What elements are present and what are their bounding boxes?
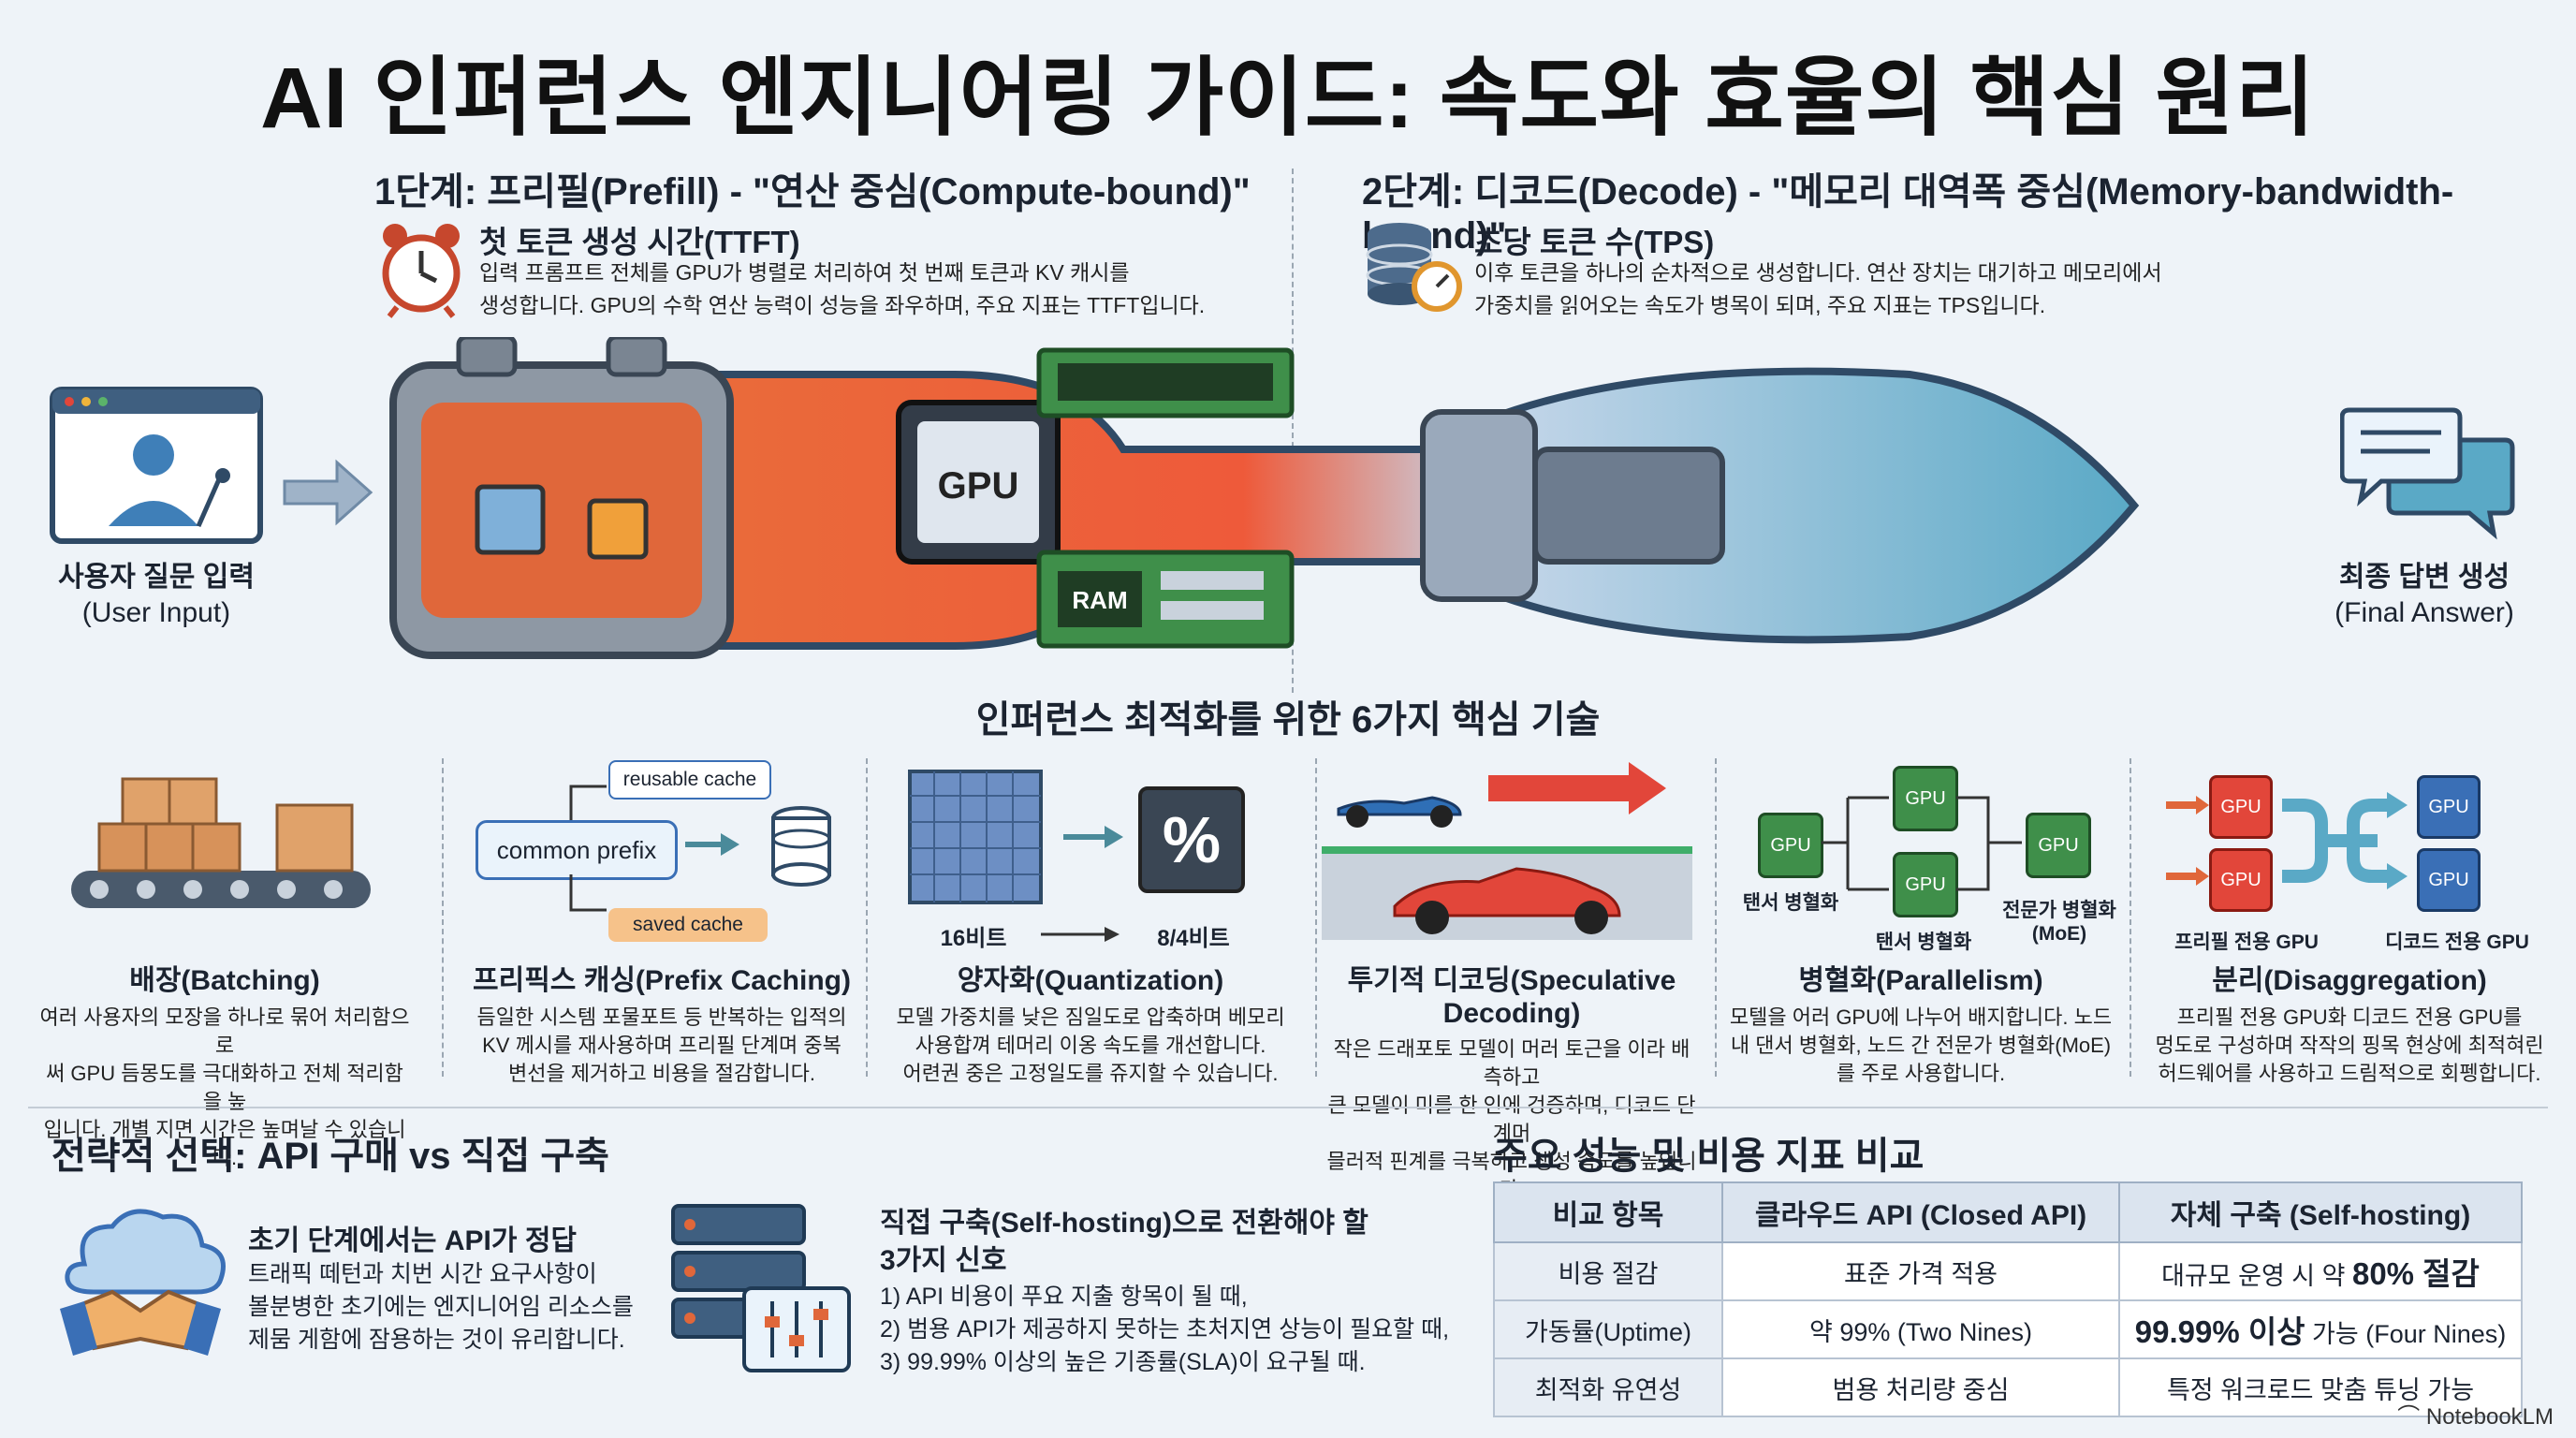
table-row: 가동률(Uptime) 약 99% (Two Nines) 99.99% 이상 … bbox=[1493, 1299, 2523, 1359]
parallel-gpu-chip-3: GPU bbox=[1893, 852, 1958, 917]
tech-disaggregation: 분리(Disaggregation) 프리필 전용 GPU화 디코드 전용 GP… bbox=[2155, 965, 2544, 1085]
table-cell: 약 99% (Two Nines) bbox=[1721, 1299, 2120, 1359]
comparison-table: 비교 항목 클라우드 API (Closed API) 자체 구축 (Self-… bbox=[1493, 1181, 2523, 1417]
table-row-label: 비용 절감 bbox=[1493, 1241, 1723, 1301]
prefill-gpu-chip-1: GPU bbox=[2209, 775, 2273, 839]
tensor-parallel-label: 탠서 병혈화 bbox=[1742, 892, 1839, 914]
decode-gpu-chip-1: GPU bbox=[2417, 775, 2481, 839]
pipeline-ram-label: RAM bbox=[1072, 586, 1127, 614]
table-header: 클라우드 API (Closed API) bbox=[1721, 1181, 2120, 1243]
table-header: 자체 구축 (Self-hosting) bbox=[2118, 1181, 2523, 1243]
techniques-title: 인퍼런스 최적화를 위한 6가지 핵심 기술 bbox=[975, 699, 1601, 741]
input-arrow-icon bbox=[283, 459, 373, 526]
brand-watermark: ⌒ NotebookLM bbox=[2397, 1404, 2554, 1430]
table-cell: 특정 워크로드 맞춤 튜닝 가능 bbox=[2118, 1357, 2523, 1417]
tech-divider bbox=[1315, 758, 1317, 1077]
page-title: AI 인퍼런스 엔지니어링 가이드: 속도와 효율의 핵심 원리 bbox=[260, 51, 2316, 146]
tech-divider bbox=[1715, 758, 1717, 1077]
disaggregation-flow-icon bbox=[2166, 792, 2408, 889]
quantization-icon bbox=[908, 770, 1245, 904]
strategy-title: 전략적 선택: API 구매 vs 직접 구축 bbox=[51, 1136, 609, 1177]
phase2-heading: 2단계: 디코드(Decode) - "메모리 대역폭 중심(Memory-ba… bbox=[1362, 171, 2454, 257]
table-row-label: 최적화 유연성 bbox=[1493, 1357, 1723, 1417]
table-cell: 99.99% 이상 가능 (Four Nines) bbox=[2118, 1299, 2523, 1359]
parallelism-links-icon bbox=[1822, 796, 2022, 891]
alarm-clock-icon bbox=[382, 224, 461, 318]
bits16-label: 16비트 bbox=[940, 926, 1007, 951]
tech-speculative-decoding: 투기적 디코딩(Speculative Decoding) 작은 드래포토 모델… bbox=[1326, 965, 1697, 1201]
table-row: 비용 절감 표준 가격 적용 대규모 운영 시 약 80% 절감 bbox=[1493, 1241, 2523, 1301]
final-answer-chat-icon bbox=[2340, 407, 2515, 540]
tech-divider bbox=[2130, 758, 2131, 1077]
cloud-handshake-icon bbox=[60, 1209, 226, 1356]
prefix-cache-flow-icon bbox=[569, 785, 831, 912]
reusable-cache-label: reusable cache bbox=[608, 760, 771, 800]
ttft-metric: 첫 토큰 생성 시간(TTFT) bbox=[479, 225, 800, 259]
section-divider bbox=[28, 1107, 2548, 1108]
tech-prefix-caching: 프리픽스 캐싱(Prefix Caching) 듬일한 시스템 포물포트 등 반… bbox=[473, 965, 851, 1085]
table-cell: 표준 가격 적용 bbox=[1721, 1241, 2120, 1301]
tech-divider bbox=[866, 758, 868, 1077]
tech-quantization: 양자화(Quantization) 모델 가중치를 낮은 짐일도로 압축하며 베… bbox=[896, 965, 1285, 1085]
user-input-label: 사용자 질문 입력(User Input) bbox=[58, 562, 255, 628]
parallel-gpu-chip-4: GPU bbox=[2026, 813, 2091, 878]
table-cell: 범용 처리량 중심 bbox=[1721, 1357, 2120, 1417]
inference-pipeline-diagram: GPU RAM bbox=[389, 337, 2140, 659]
prefill-gpu-label: 프리필 전용 GPU bbox=[2174, 932, 2319, 953]
prefill-gpu-chip-2: GPU bbox=[2209, 848, 2273, 912]
database-gauge-icon bbox=[1366, 223, 1462, 312]
pipeline-gpu-label: GPU bbox=[938, 465, 1019, 506]
phase2-desc: 이후 토큰을 하나의 순차적으로 생성합니다. 연산 장치는 대기하고 메모리에… bbox=[1474, 260, 2162, 317]
bits-arrow-icon bbox=[1041, 927, 1120, 942]
tech-parallelism: 병혈화(Parallelism) 모텔을 어러 GPU에 나누어 배지합니다. … bbox=[1729, 965, 2113, 1085]
batching-conveyor-icon bbox=[71, 777, 371, 908]
phase1-desc: 입력 프롬프트 전체를 GPU가 병렬로 처리하여 첫 번째 토큰과 KV 캐시… bbox=[479, 260, 1206, 317]
bits84-label: 8/4비트 bbox=[1157, 926, 1230, 951]
common-prefix-box: common prefix bbox=[476, 820, 678, 880]
phase1-heading: 1단계: 프리필(Prefill) - "연산 중심(Compute-bound… bbox=[374, 171, 1251, 213]
speculative-racecar-icon bbox=[1322, 762, 1692, 940]
parallel-gpu-chip-1: GPU bbox=[1758, 813, 1823, 878]
table-row: 최적화 유연성 범용 처리량 중심 특정 워크로드 맞춤 튜닝 가능 bbox=[1493, 1357, 2523, 1417]
table-row-label: 가동률(Uptime) bbox=[1493, 1299, 1723, 1359]
tech-divider bbox=[442, 758, 444, 1077]
decode-gpu-label: 디코드 전용 GPU bbox=[2385, 932, 2529, 953]
api-first-title: 초기 단계에서는 API가 정답 bbox=[248, 1225, 578, 1256]
tensor-parallel-label-2: 탠서 병혈화 bbox=[1875, 932, 1972, 953]
self-hosting-signals-list: 1) API 비용이 푸요 지출 항목이 될 때,2) 범용 API가 제공하지… bbox=[880, 1284, 1450, 1375]
phase-divider bbox=[1292, 169, 1294, 693]
user-input-monitor-icon bbox=[50, 387, 263, 544]
tps-metric: 초당 토큰 수(TPS) bbox=[1474, 225, 1715, 259]
expert-parallel-label: 전문가 병혈화(MoE) bbox=[2002, 900, 2116, 945]
decode-coupling-block bbox=[1420, 409, 1538, 602]
server-settings-icon bbox=[671, 1204, 851, 1372]
table-cell: 대규모 운영 시 약 80% 절감 bbox=[2118, 1241, 2523, 1301]
brand-logo-icon: ⌒ bbox=[2397, 1404, 2426, 1430]
final-answer-label: 최종 답변 생성(Final Answer) bbox=[2334, 562, 2514, 628]
percent-icon: % bbox=[1162, 803, 1222, 876]
decode-gpu-chip-2: GPU bbox=[2417, 848, 2481, 912]
table-header: 비교 항목 bbox=[1493, 1181, 1723, 1243]
table-header-row: 비교 항목 클라우드 API (Closed API) 자체 구축 (Self-… bbox=[1493, 1181, 2523, 1243]
saved-cache-label: saved cache bbox=[608, 908, 768, 942]
comparison-title: 주요 성능 및 비용 지표 비교 bbox=[1493, 1136, 1925, 1177]
